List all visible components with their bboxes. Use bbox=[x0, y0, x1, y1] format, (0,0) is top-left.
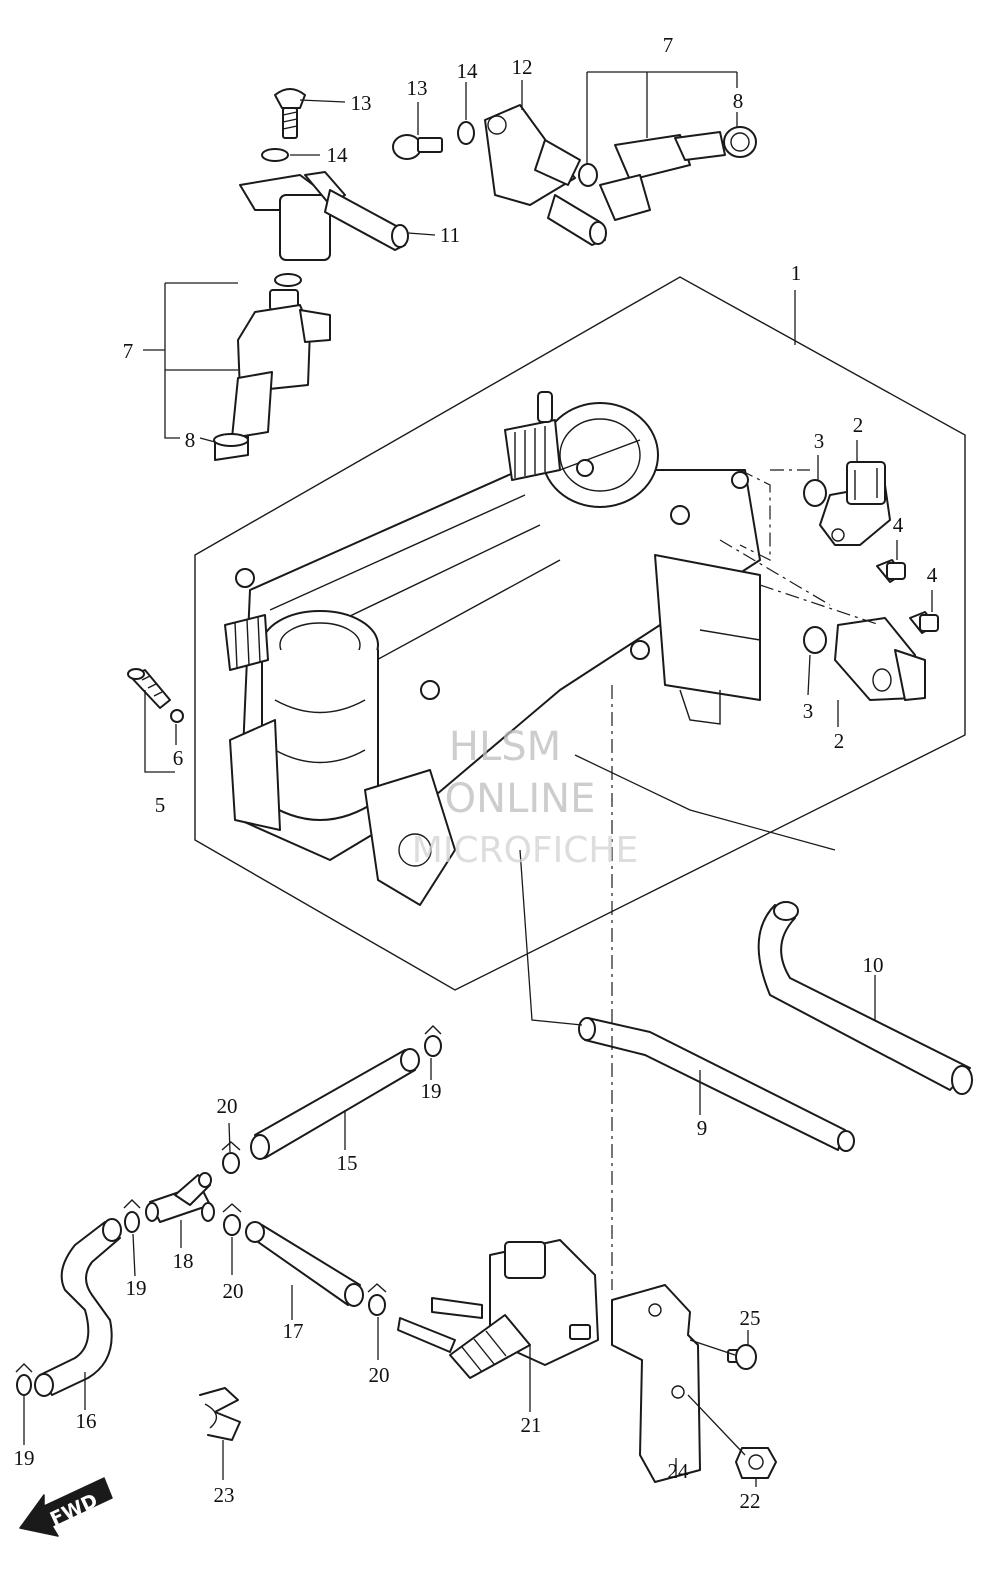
bolt-lower[interactable] bbox=[909, 611, 939, 634]
assembly-guide-lines bbox=[611, 469, 881, 1290]
washer-14-left[interactable] bbox=[261, 148, 289, 162]
callout-8-top: 8 bbox=[733, 89, 744, 113]
fuel-delivery-pipe-top[interactable] bbox=[484, 104, 607, 246]
throttle-position-sensor-lower[interactable] bbox=[834, 617, 926, 701]
callout-7-left: 7 bbox=[123, 339, 134, 363]
callout-19-bottom: 19 bbox=[14, 1446, 35, 1470]
flange-nut[interactable] bbox=[735, 1447, 777, 1479]
callout-14-top: 14 bbox=[457, 59, 479, 83]
fuel-injector-left[interactable] bbox=[231, 289, 331, 439]
callout-10: 10 bbox=[863, 953, 884, 977]
bolt-upper[interactable] bbox=[876, 559, 906, 583]
callout-17: 17 bbox=[283, 1319, 304, 1343]
callout-2-upper: 2 bbox=[853, 413, 864, 437]
callout-13-left: 13 bbox=[351, 91, 372, 115]
callout-3-upper: 3 bbox=[814, 429, 825, 453]
callout-20-middle: 20 bbox=[223, 1279, 244, 1303]
callout-21: 21 bbox=[521, 1413, 542, 1437]
hose-16[interactable] bbox=[34, 1218, 122, 1397]
washer-14-top[interactable] bbox=[457, 121, 475, 145]
mounting-bracket[interactable] bbox=[611, 1284, 701, 1483]
hose-clamp-19-mid[interactable] bbox=[123, 1199, 141, 1233]
callout-9: 9 bbox=[697, 1116, 708, 1140]
fuel-injector-top[interactable] bbox=[599, 131, 726, 221]
callout-16: 16 bbox=[76, 1409, 97, 1433]
injector-seal-left[interactable] bbox=[213, 433, 249, 461]
washer-small[interactable] bbox=[170, 709, 184, 723]
hose-clamp-19-top[interactable] bbox=[424, 1025, 442, 1057]
callout-19-top: 19 bbox=[421, 1079, 442, 1103]
hose-clamp-19-bottom[interactable] bbox=[15, 1363, 33, 1396]
o-ring-top[interactable] bbox=[578, 163, 598, 187]
callout-labels: 1 2 2 3 3 4 4 5 6 7 7 8 8 9 10 11 12 13 … bbox=[14, 33, 938, 1513]
callout-8-left: 8 bbox=[185, 428, 196, 452]
o-ring-left[interactable] bbox=[274, 273, 302, 287]
callout-20-upper: 20 bbox=[217, 1094, 238, 1118]
screw-13-top[interactable] bbox=[392, 134, 443, 160]
callout-7-top: 7 bbox=[663, 33, 674, 57]
throttle-position-sensor-upper[interactable] bbox=[819, 461, 891, 546]
o-ring-lower[interactable] bbox=[803, 626, 827, 654]
callout-23: 23 bbox=[214, 1483, 235, 1507]
injector-seal-top[interactable] bbox=[723, 126, 757, 158]
o-ring-upper[interactable] bbox=[803, 479, 827, 507]
idle-screw[interactable] bbox=[127, 668, 171, 709]
callout-2-lower: 2 bbox=[834, 729, 845, 753]
leader-lines bbox=[23, 71, 933, 1487]
callout-20-lower: 20 bbox=[369, 1363, 390, 1387]
solenoid-valve[interactable] bbox=[397, 1239, 599, 1379]
callout-22: 22 bbox=[740, 1489, 761, 1513]
assembly-outline-box bbox=[194, 276, 966, 991]
callout-24: 24 bbox=[668, 1459, 690, 1483]
fwd-direction-badge: FWD bbox=[19, 1477, 113, 1537]
watermark: HLSM ONLINE MICROFICHE bbox=[412, 724, 638, 871]
hose-clip[interactable] bbox=[199, 1387, 241, 1441]
callout-25: 25 bbox=[740, 1306, 761, 1330]
hose-9[interactable] bbox=[578, 1017, 855, 1152]
callout-11: 11 bbox=[440, 223, 460, 247]
watermark-line-3: MICROFICHE bbox=[412, 830, 638, 871]
callout-14-left: 14 bbox=[327, 143, 349, 167]
hose-10[interactable] bbox=[757, 901, 973, 1095]
callout-15: 15 bbox=[337, 1151, 358, 1175]
callout-19-mid: 19 bbox=[126, 1276, 147, 1300]
callout-6: 6 bbox=[173, 746, 184, 770]
watermark-line-2: ONLINE bbox=[445, 776, 596, 822]
screw-13-left[interactable] bbox=[274, 88, 306, 139]
bracket-bolt[interactable] bbox=[727, 1344, 757, 1370]
hose-17[interactable] bbox=[245, 1221, 364, 1307]
callout-18: 18 bbox=[173, 1249, 194, 1273]
callout-12: 12 bbox=[512, 55, 533, 79]
callout-1: 1 bbox=[791, 261, 802, 285]
callout-4-lower: 4 bbox=[927, 563, 938, 587]
hose-clamp-20-middle[interactable] bbox=[222, 1203, 242, 1236]
hose-clamp-20-upper[interactable] bbox=[221, 1141, 241, 1174]
callout-5: 5 bbox=[155, 793, 166, 817]
three-way-joint[interactable] bbox=[145, 1172, 215, 1223]
callout-3-lower: 3 bbox=[803, 699, 814, 723]
watermark-line-1: HLSM bbox=[449, 724, 561, 770]
fuel-delivery-pipe-left[interactable] bbox=[239, 171, 409, 261]
callout-13-top: 13 bbox=[407, 76, 428, 100]
fwd-arrow-icon bbox=[19, 1477, 113, 1537]
callout-4-upper: 4 bbox=[893, 513, 904, 537]
hose-15[interactable] bbox=[250, 1048, 420, 1160]
hose-clamp-20-lower[interactable] bbox=[367, 1283, 387, 1316]
throttle-body-assembly[interactable] bbox=[224, 391, 761, 906]
